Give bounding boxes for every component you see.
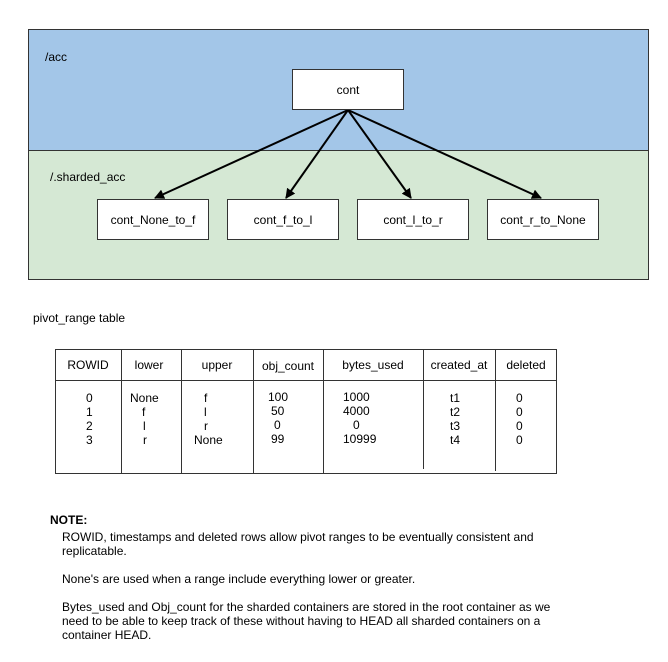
cell-rowid: 2: [86, 419, 93, 433]
cell-rowid: 3: [86, 433, 93, 447]
cell-lower: None: [130, 391, 159, 405]
cell-obj-count: 100: [268, 390, 289, 404]
shard-label: cont_f_to_l: [253, 212, 313, 227]
arrow-to-cont-f-to-l: [285, 109, 349, 199]
column-divider: [423, 349, 424, 469]
table-header-lower: lower: [134, 358, 164, 372]
acc-region-label: /acc: [45, 50, 68, 64]
cell-obj-count: 50: [271, 404, 285, 418]
cell-lower: l: [143, 419, 146, 433]
column-divider: [253, 349, 254, 474]
note-paragraph: Bytes_used and Obj_count for the sharded…: [62, 600, 551, 642]
cell-created-at: t3: [450, 419, 461, 433]
cell-deleted: 0: [516, 391, 523, 405]
cell-rowid: 0: [86, 391, 93, 405]
column-divider: [121, 349, 122, 474]
cell-bytes-used: 1000: [343, 390, 370, 404]
shard-label: cont_r_to_None: [500, 212, 586, 227]
column-divider: [181, 349, 182, 474]
table-header-bytes-used: bytes_used: [342, 358, 404, 372]
table-header-rowid: ROWID: [67, 358, 109, 372]
cell-bytes-used: 0: [353, 418, 360, 432]
cell-upper: r: [204, 419, 208, 433]
arrow-to-cont-r-to-none: [347, 109, 542, 199]
cell-upper: l: [204, 405, 207, 419]
shard-node-l-to-r: cont_l_to_r: [357, 199, 469, 240]
shard-node-none-to-f: cont_None_to_f: [97, 199, 209, 240]
cell-obj-count: 99: [271, 432, 285, 446]
column-divider: [323, 349, 324, 474]
cell-created-at: t1: [450, 391, 461, 405]
cell-created-at: t4: [450, 433, 461, 447]
table-header-created-at: created_at: [430, 358, 488, 372]
header-divider: [55, 380, 557, 381]
table-header-upper: upper: [201, 358, 233, 372]
cell-deleted: 0: [516, 419, 523, 433]
table-header-deleted: deleted: [506, 358, 546, 372]
cell-upper: None: [194, 433, 223, 447]
cell-bytes-used: 4000: [343, 404, 370, 418]
shard-label: cont_l_to_r: [383, 212, 443, 227]
cell-deleted: 0: [516, 405, 523, 419]
cell-deleted: 0: [516, 433, 523, 447]
shard-label: cont_None_to_f: [110, 212, 196, 227]
cell-obj-count: 0: [274, 418, 281, 432]
cell-upper: f: [204, 391, 208, 405]
arrow-to-cont-none-to-f: [154, 109, 349, 199]
note-title: NOTE:: [50, 513, 88, 527]
column-divider: [495, 349, 496, 471]
root-container-node: cont: [292, 69, 404, 110]
shard-node-f-to-l: cont_f_to_l: [227, 199, 339, 240]
cell-lower: f: [142, 405, 146, 419]
table-header-obj-count: obj_count: [261, 359, 315, 373]
pivot-range-table: [55, 349, 557, 474]
table-caption: pivot_range table: [33, 311, 126, 325]
cell-created-at: t2: [450, 405, 461, 419]
note-paragraph: None's are used when a range include eve…: [62, 572, 416, 586]
sharded-acc-region-label: /.sharded_acc: [50, 170, 126, 184]
cell-rowid: 1: [86, 405, 93, 419]
cell-bytes-used: 10999: [343, 432, 377, 446]
arrow-to-cont-l-to-r: [347, 109, 412, 199]
cell-lower: r: [143, 433, 147, 447]
shard-node-r-to-none: cont_r_to_None: [487, 199, 599, 240]
root-container-label: cont: [336, 82, 360, 97]
note-paragraph: ROWID, timestamps and deleted rows allow…: [62, 530, 534, 558]
